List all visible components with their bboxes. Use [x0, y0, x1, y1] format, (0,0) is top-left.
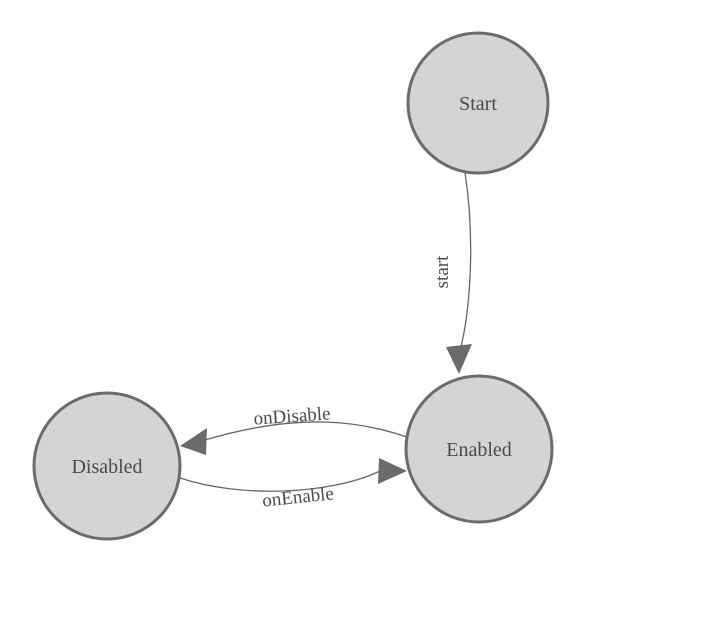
arrowhead-disabled-to-enabled-icon [378, 458, 407, 484]
edge-disabled-to-enabled [179, 470, 381, 492]
arrowhead-start-to-enabled-icon [446, 344, 472, 374]
node-label-disabled: Disabled [71, 456, 142, 478]
node-label-start: Start [459, 93, 497, 115]
edge-label-on-disable: onDisable [253, 403, 331, 429]
edge-enabled-to-disabled [204, 421, 408, 441]
edge-label-on-enable: onEnable [261, 483, 335, 511]
state-node-disabled [32, 391, 182, 541]
state-node-start [406, 31, 550, 175]
arrowhead-enabled-to-disabled-icon [180, 428, 207, 455]
edge-start-to-enabled [460, 172, 472, 348]
node-label-enabled: Enabled [446, 439, 512, 461]
state-node-enabled [404, 374, 554, 524]
edge-label-start: start [432, 255, 453, 288]
